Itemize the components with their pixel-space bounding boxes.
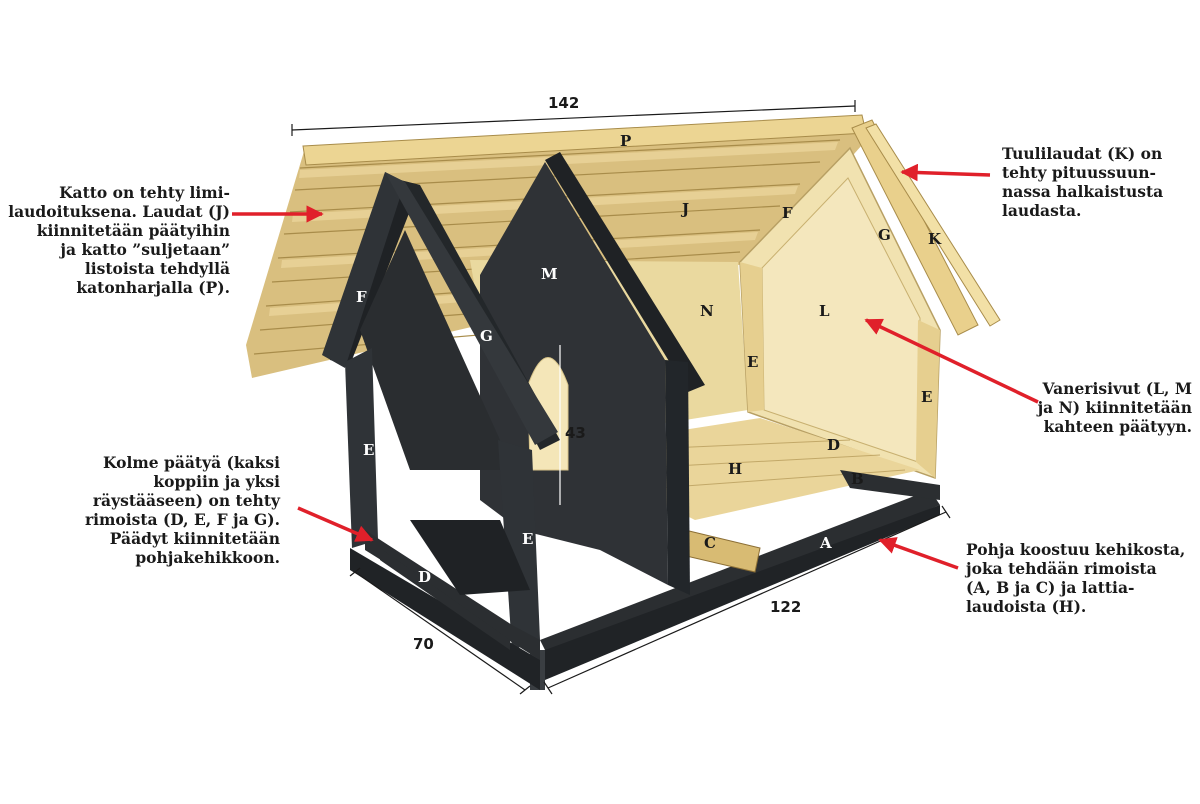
label-d-back: D — [827, 436, 840, 454]
label-c: C — [704, 534, 716, 552]
label-f-back: F — [782, 204, 793, 222]
dim-width: 70 — [413, 635, 434, 653]
label-p: P — [620, 132, 631, 150]
gables-note: Kolme päätyä (kaksi koppiin ja yksi räys… — [84, 453, 280, 567]
plywood-note: Vanerisivut (L, M ja N) kiinnitetään kah… — [1037, 379, 1192, 436]
right-gable — [739, 119, 1001, 480]
label-b: B — [851, 470, 864, 488]
label-h: H — [728, 460, 742, 478]
base-frame — [530, 470, 940, 690]
callout-arrows — [232, 163, 1039, 570]
label-n: N — [700, 302, 714, 320]
label-e-back-right: E — [921, 388, 932, 406]
label-g-back: G — [878, 226, 891, 244]
label-e-front-left: E — [363, 441, 374, 459]
label-k: K — [928, 230, 942, 248]
label-m: M — [541, 265, 558, 283]
label-e-front-right: E — [522, 530, 533, 548]
label-g-front: G — [480, 327, 493, 345]
dim-length-top: 142 — [548, 94, 579, 112]
roof-note: Katto on tehty limi- laudoituksena. Laud… — [8, 183, 230, 297]
label-l: L — [819, 302, 830, 320]
label-f-front: F — [356, 288, 367, 306]
label-e-back-left: E — [747, 353, 758, 371]
dim-length-base: 122 — [770, 598, 801, 616]
base-note: Pohja koostuu kehikosta, joka tehdään ri… — [966, 540, 1186, 616]
front-gable — [322, 172, 560, 690]
label-d-front: D — [418, 568, 431, 586]
label-a: A — [819, 534, 832, 552]
wind-boards-note: Tuulilaudat (K) on tehty pituussuun- nas… — [1002, 144, 1164, 220]
dim-door-height: 43 — [565, 424, 586, 442]
label-j: J — [680, 200, 689, 218]
